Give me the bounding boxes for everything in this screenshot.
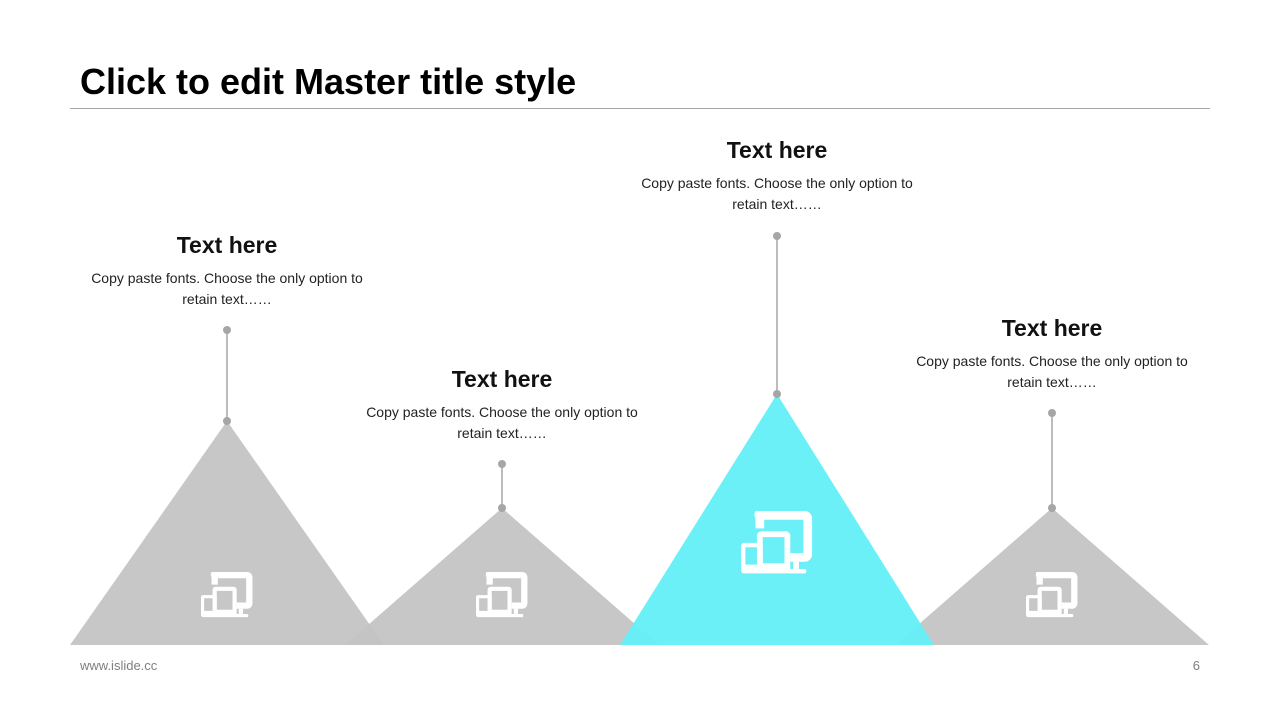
peak-heading: Text here	[726, 137, 828, 163]
dot-apex-3	[773, 390, 781, 398]
peak-description: Copy paste fonts. Choose the only option…	[366, 404, 638, 441]
footer-url: www.islide.cc	[80, 658, 158, 673]
peak-1	[70, 421, 384, 645]
dot-top-2	[498, 460, 506, 468]
peak-description: Copy paste fonts. Choose the only option…	[641, 175, 913, 212]
peak-heading: Text here	[1001, 315, 1103, 341]
peak-description: Copy paste fonts. Choose the only option…	[916, 353, 1188, 390]
peak-text-2: Text here Copy paste fonts. Choose the o…	[342, 364, 662, 444]
peak-text-4: Text here Copy paste fonts. Choose the o…	[892, 313, 1212, 393]
connector-lines	[226, 236, 1053, 508]
peak-text-3: Text here Copy paste fonts. Choose the o…	[617, 135, 937, 215]
peak-description: Copy paste fonts. Choose the only option…	[91, 270, 363, 307]
page-number: 6	[1192, 658, 1200, 673]
peak-text-1: Text here Copy paste fonts. Choose the o…	[67, 230, 387, 310]
dot-top-3	[773, 232, 781, 240]
title-divider	[70, 108, 1210, 109]
slide-title: Click to edit Master title style	[80, 61, 577, 102]
dot-apex-4	[1048, 504, 1056, 512]
dot-apex-2	[498, 504, 506, 512]
dot-top-1	[223, 326, 231, 334]
peak-heading: Text here	[451, 366, 553, 392]
peak-heading: Text here	[176, 232, 278, 258]
dot-top-4	[1048, 409, 1056, 417]
dot-apex-1	[223, 417, 231, 425]
connector-dots	[223, 232, 1056, 512]
